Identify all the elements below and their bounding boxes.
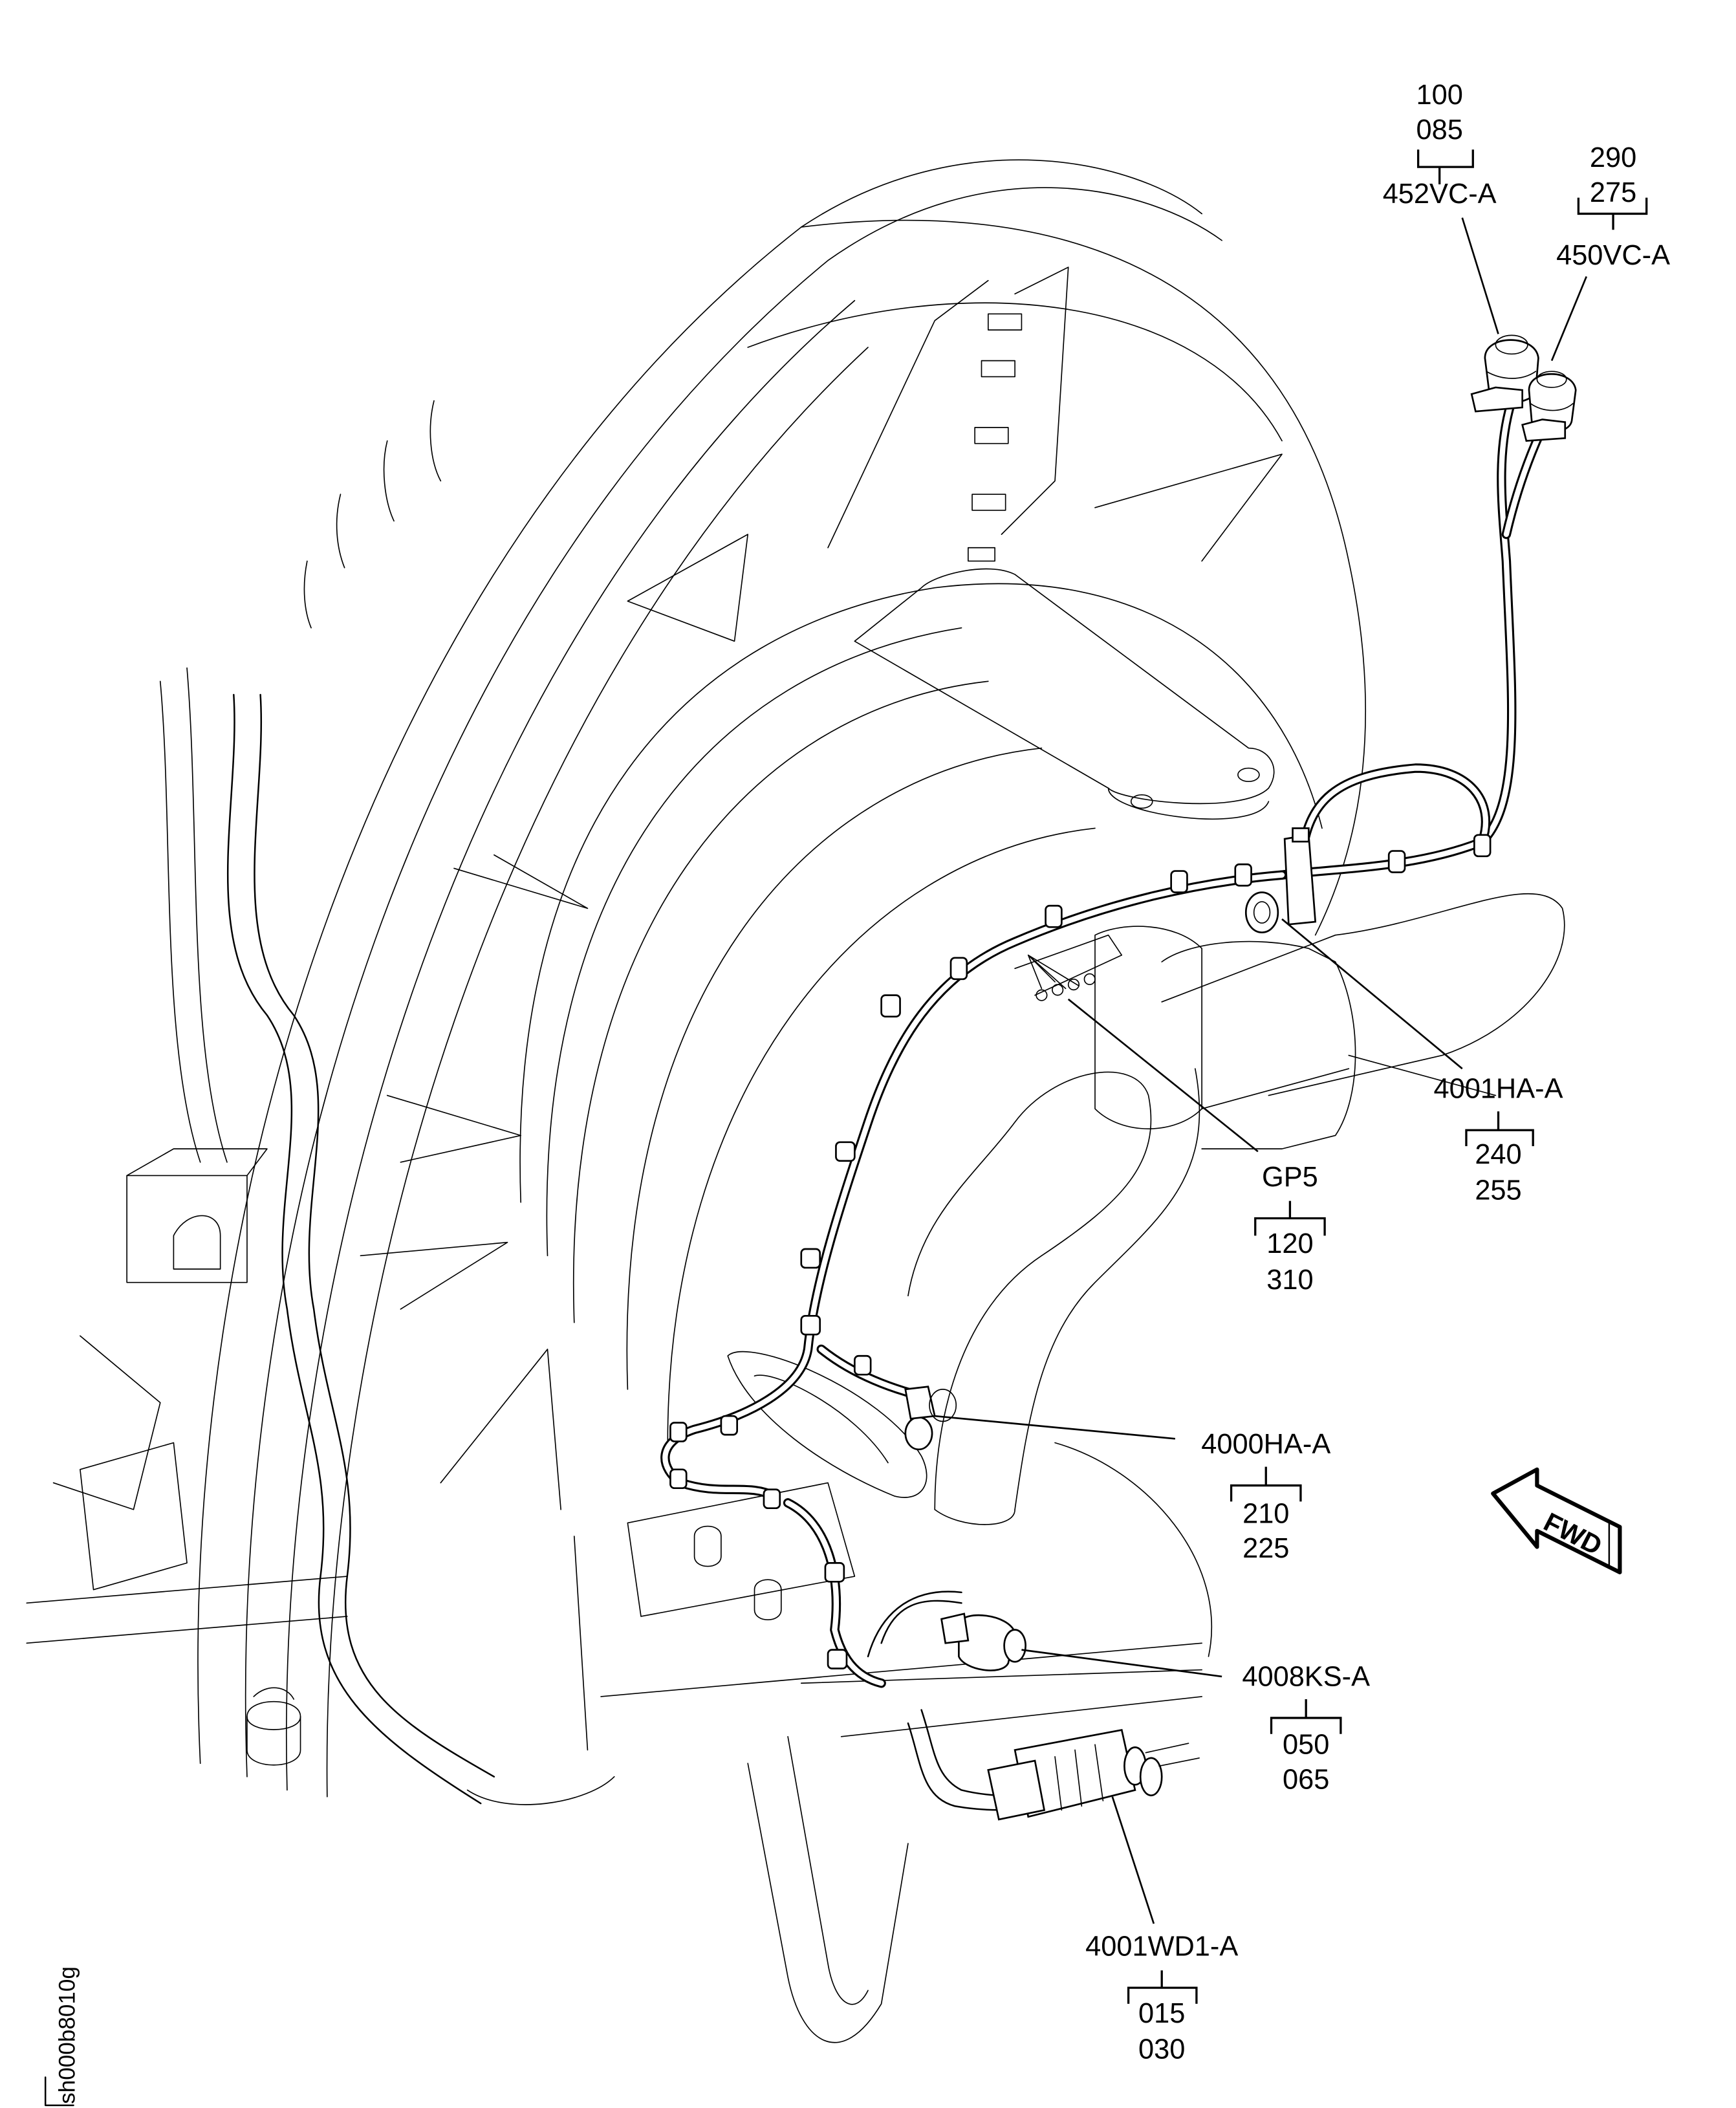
callout-450VC-A[interactable]: 290 275 450VC-A: [1550, 142, 1670, 362]
callout-item-290: 290: [1590, 142, 1636, 173]
callout-bracket: [1127, 1970, 1198, 2004]
callout-4008KS-A[interactable]: 4008KS-A 050 065: [1021, 1649, 1370, 1796]
callout-ref: 4008KS-A: [1242, 1661, 1370, 1692]
leader-line: [1111, 1796, 1155, 1924]
leader-line: [1067, 998, 1259, 1153]
callout-4001HA-A[interactable]: 4001HA-A 240 255: [1281, 918, 1563, 1206]
callout-bracket: [1270, 1699, 1342, 1734]
callout-4000HA-A[interactable]: 4000HA-A 210 225: [935, 1415, 1330, 1564]
connector-4001HA-A: [1244, 827, 1317, 933]
callout-item-225: 225: [1242, 1533, 1289, 1564]
fwd-direction-arrow-icon: FWD: [1491, 1467, 1622, 1574]
engine-fan-case-drawing: [26, 159, 1565, 2043]
callout-bracket: [1416, 149, 1474, 185]
callout-ref: 450VC-A: [1556, 240, 1670, 271]
callout-item-100: 100: [1416, 80, 1462, 111]
callout-ref: 452VC-A: [1383, 179, 1497, 210]
callout-item-255: 255: [1475, 1175, 1521, 1206]
callout-ref: 4001WD1-A: [1085, 1931, 1238, 1962]
leader-line: [1021, 1649, 1222, 1678]
connector-452VC-A: [1470, 334, 1539, 413]
callout-item-050: 050: [1283, 1730, 1329, 1761]
callout-item-065: 065: [1283, 1764, 1329, 1795]
figure-id: sh000b8010g: [44, 1966, 80, 2107]
callout-bracket: [1230, 1466, 1302, 1502]
callout-ref: 4001HA-A: [1433, 1074, 1563, 1105]
figure-id-label: sh000b8010g: [55, 1966, 80, 2104]
callout-GP5[interactable]: GP5 120 310: [1067, 998, 1326, 1296]
connector-450VC-A: [1521, 371, 1577, 442]
callout-bracket: [1577, 197, 1648, 230]
leader-line: [1461, 217, 1499, 334]
callout-item-240: 240: [1475, 1139, 1521, 1170]
callout-item-085: 085: [1416, 114, 1462, 146]
connector-4000HA-A: [904, 1385, 957, 1451]
connector-4001WD1-A: [987, 1728, 1200, 1821]
callout-item-210: 210: [1242, 1498, 1289, 1529]
callout-ref: 4000HA-A: [1201, 1429, 1330, 1460]
leader-line: [935, 1415, 1175, 1440]
callout-item-310: 310: [1266, 1265, 1313, 1296]
callout-ref: GP5: [1262, 1162, 1318, 1193]
callout-item-120: 120: [1266, 1228, 1313, 1259]
harness-clamps: [669, 834, 1492, 1669]
leader-line: [1550, 276, 1588, 362]
callout-bracket: [1465, 1111, 1534, 1147]
callout-item-015: 015: [1138, 1998, 1185, 2029]
ground-point-GP5: [1014, 934, 1123, 1001]
callout-item-275: 275: [1590, 177, 1636, 208]
wiring-harness: [660, 396, 1554, 1811]
callout-452VC-A[interactable]: 100 085 452VC-A: [1383, 80, 1499, 334]
connector-4008KS-A: [940, 1613, 1026, 1671]
callout-item-030: 030: [1138, 2034, 1185, 2065]
callout-4001WD1-A[interactable]: 4001WD1-A 015 030: [1085, 1796, 1238, 2065]
callout-bracket: [1254, 1201, 1326, 1236]
leader-line: [1281, 918, 1463, 1070]
